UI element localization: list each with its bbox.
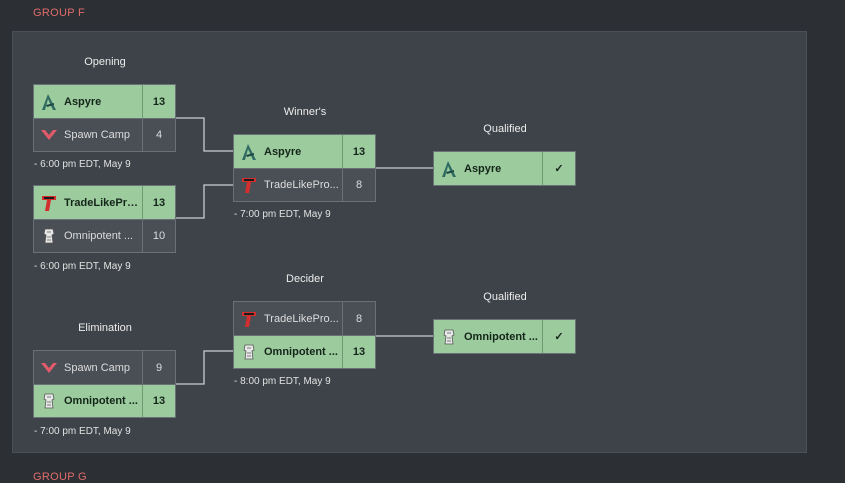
round-title-elimination: Elimination [78, 322, 132, 334]
match-row-team2[interactable]: Omnipotent ... 13 [234, 335, 375, 368]
aspyre-logo-icon [434, 159, 464, 179]
group-title-next: GROUP G [33, 471, 87, 483]
match-time: - 7:00 pm EDT, May 9 [34, 426, 131, 437]
omnipotent-logo-icon [34, 391, 64, 411]
team-name: TradeLikePro... [64, 196, 142, 209]
match-decider[interactable]: TradeLikePro... 8 Omnipotent ... 13 [233, 301, 376, 369]
team-score: 9 [142, 351, 175, 384]
tradelikepro-logo-icon [234, 309, 264, 329]
aspyre-logo-icon [234, 142, 264, 162]
spawncamp-logo-icon [34, 125, 64, 145]
round-title-qualified-top: Qualified [483, 123, 527, 135]
team-score: 13 [142, 186, 175, 219]
match-time: - 7:00 pm EDT, May 9 [234, 209, 331, 220]
round-title-qualified-bottom: Qualified [483, 291, 527, 303]
team-name: Aspyre [264, 145, 302, 158]
match-row-team2[interactable]: Spawn Camp 4 [34, 118, 175, 151]
match-elimination[interactable]: Spawn Camp 9 Omnipotent ... 13 [33, 350, 176, 418]
team-score: 4 [142, 119, 175, 151]
team-name: Omnipotent ... [464, 330, 538, 343]
match-row-team2[interactable]: TradeLikePro... 8 [234, 168, 375, 201]
checkmark-icon: ✓ [542, 320, 575, 353]
omnipotent-logo-icon [34, 226, 64, 246]
team-score: 13 [342, 336, 375, 368]
tradelikepro-logo-icon [34, 193, 64, 213]
team-name: TradeLikePro... [264, 179, 339, 191]
match-row-team1[interactable]: Aspyre 13 [234, 135, 375, 168]
team-name: TradeLikePro... [264, 312, 339, 325]
match-winners[interactable]: Aspyre 13 TradeLikePro... 8 [233, 134, 376, 202]
team-name: Omnipotent ... [64, 395, 138, 407]
qualified-slot-top[interactable]: Aspyre ✓ [433, 151, 576, 186]
team-name: Spawn Camp [64, 129, 131, 141]
match-opening-2[interactable]: TradeLikePro... 13 Omnipotent ... 10 [33, 185, 176, 253]
match-row-team2[interactable]: Omnipotent ... 10 [34, 219, 175, 252]
spawncamp-logo-icon [34, 358, 64, 378]
team-score: 13 [142, 385, 175, 417]
tradelikepro-logo-icon [234, 175, 264, 195]
team-name: Aspyre [464, 162, 502, 175]
group-title: GROUP F [33, 7, 86, 19]
team-score: 8 [342, 302, 375, 335]
team-score: 10 [142, 220, 175, 252]
team-name: Omnipotent ... [64, 230, 134, 242]
match-time: - 6:00 pm EDT, May 9 [34, 159, 131, 170]
match-row-team1[interactable]: TradeLikePro... 13 [34, 186, 175, 219]
match-row-team1[interactable]: Spawn Camp 9 [34, 351, 175, 384]
team-score: 8 [342, 169, 375, 201]
round-title-decider: Decider [286, 273, 324, 285]
qualified-slot-bottom[interactable]: Omnipotent ... ✓ [433, 319, 576, 354]
omnipotent-logo-icon [434, 327, 464, 347]
match-row-team1[interactable]: Aspyre 13 [34, 85, 175, 118]
match-opening-1[interactable]: Aspyre 13 Spawn Camp 4 [33, 84, 176, 152]
match-row-team1[interactable]: TradeLikePro... 8 [234, 302, 375, 335]
team-name: Omnipotent ... [264, 346, 338, 358]
team-score: 13 [142, 85, 175, 118]
round-title-winners: Winner's [283, 106, 327, 118]
team-score: 13 [342, 135, 375, 168]
match-row-team2[interactable]: Omnipotent ... 13 [34, 384, 175, 417]
omnipotent-logo-icon [234, 342, 264, 362]
match-time: - 8:00 pm EDT, May 9 [234, 376, 331, 387]
checkmark-icon: ✓ [542, 152, 575, 185]
aspyre-logo-icon [34, 92, 64, 112]
team-name: Aspyre [64, 95, 102, 108]
round-title-opening: Opening [84, 56, 126, 68]
match-time: - 6:00 pm EDT, May 9 [34, 261, 131, 272]
team-name: Spawn Camp [64, 361, 131, 374]
